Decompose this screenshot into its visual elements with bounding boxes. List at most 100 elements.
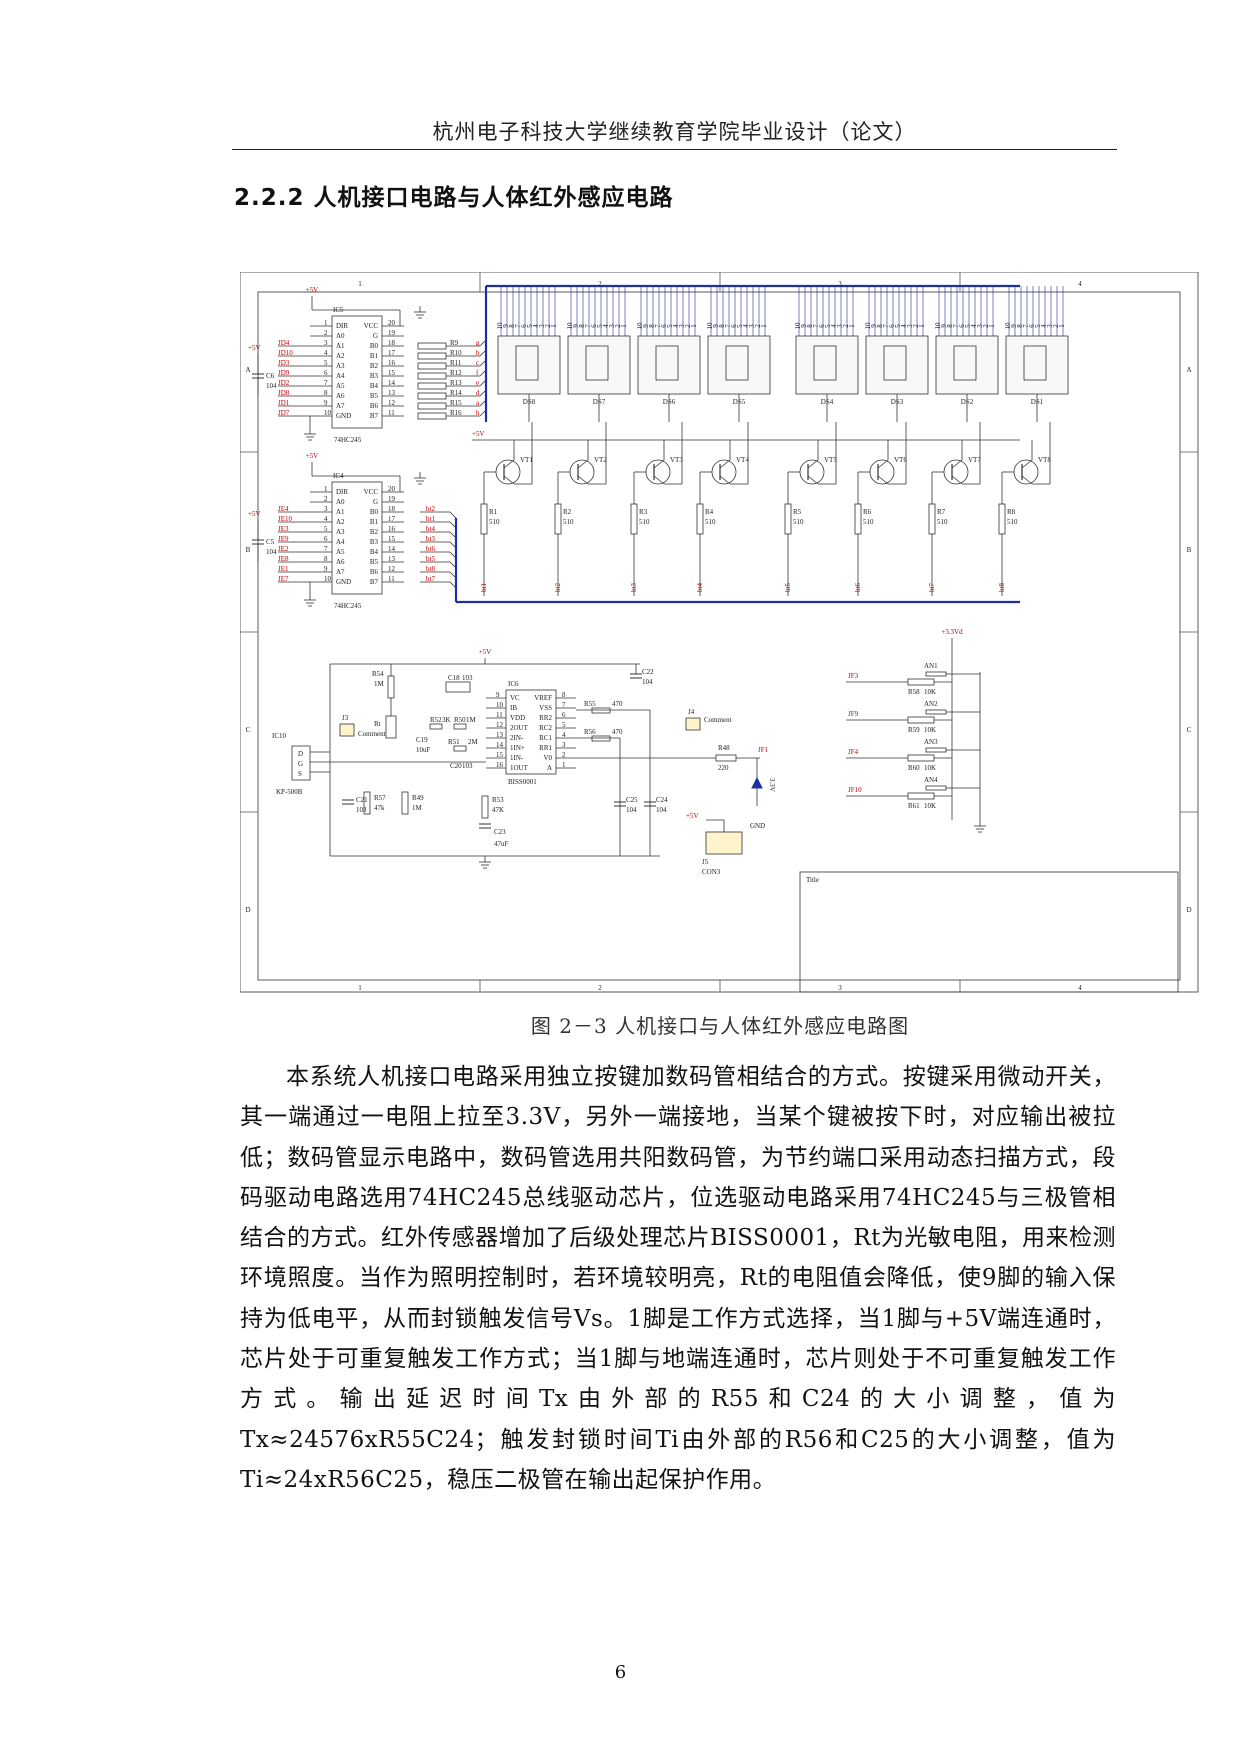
base-resistor-value: 510 [639, 518, 650, 526]
c24-value: 104 [656, 806, 667, 814]
resistor-r48 [715, 754, 737, 762]
pin-number: 12 [388, 399, 396, 407]
display-pin-number: 7 [514, 324, 522, 328]
transistor-ref: VT1 [520, 456, 533, 464]
display-pin-number: 10 [566, 322, 574, 330]
frame-row-label: D [245, 906, 250, 914]
pin-name-left: A7 [336, 568, 345, 576]
pin-number: 13 [388, 555, 396, 563]
transistor-emitter [1021, 459, 1033, 469]
display-pin-number: 8 [578, 324, 586, 328]
seven-segment-display [497, 335, 561, 395]
base-resistor-ref: R7 [937, 508, 946, 516]
bit-net-label: bt3 [426, 535, 435, 543]
r57-ref: R57 [374, 794, 386, 802]
display-pin-number: 5 [1034, 324, 1042, 328]
net-label-left: JE9 [278, 535, 289, 543]
r53-value: 47K [492, 806, 504, 814]
r50-ref: R50 [454, 716, 466, 724]
transistor-symbol [495, 459, 521, 485]
display-pin-number: 1 [550, 324, 558, 328]
pin-name-right: B0 [370, 508, 379, 516]
cap-ref: C5 [266, 538, 275, 546]
pullup-resistor-ref: R58 [908, 688, 920, 696]
display-pin-number: 10 [496, 322, 504, 330]
pin-name-right: G [373, 498, 378, 506]
pin-number: 9 [324, 399, 328, 407]
pin-name-left: 1IN+ [510, 744, 525, 752]
transistor-symbol [943, 459, 969, 485]
transistor-emitter [503, 459, 515, 469]
base-resistor-ref: R1 [489, 508, 498, 516]
pin-number: 11 [388, 409, 395, 417]
display-pin-number: 3 [906, 324, 914, 328]
pin-number: 10 [496, 701, 504, 709]
pin-number: 15 [496, 751, 504, 759]
segment-resistor [417, 382, 447, 390]
display-pin-number: 4 [1040, 324, 1048, 328]
pin-name-left: A5 [336, 548, 345, 556]
key-switch [925, 671, 947, 677]
display-pin-number: 9 [572, 324, 580, 328]
display-pin-number: 2 [842, 324, 850, 328]
resistor-r56 [591, 735, 611, 742]
pin-name-left: GND [336, 412, 351, 420]
ic-74hc245-body [331, 315, 383, 429]
display-pin-number: 8 [718, 324, 726, 328]
display-pin-number: 1 [620, 324, 628, 328]
c23-value: 47uF [494, 840, 509, 848]
pin-name-right: B5 [370, 392, 379, 400]
key-ref: AN4 [924, 776, 938, 784]
base-resistor-ref: R2 [563, 508, 572, 516]
j5-part: CON3 [702, 868, 721, 876]
pin-number: 4 [324, 349, 328, 357]
r55-value: 470 [612, 700, 623, 708]
pin-number: 14 [388, 379, 396, 387]
pin-name-left: A3 [336, 528, 345, 536]
transistor-symbol [711, 459, 737, 485]
frame-col-label: 2 [598, 984, 602, 992]
display-digit-outline [585, 345, 609, 381]
display-pin-number: 4 [830, 324, 838, 328]
figure-caption: 图 2－3 人机接口与人体红外感应电路图 [530, 1014, 910, 1038]
net-label-left: JD7 [278, 409, 290, 417]
pin-number: 14 [388, 545, 396, 553]
display-pin-number: 5 [964, 324, 972, 328]
display-pin-number: 8 [508, 324, 516, 328]
r55-ref: R55 [584, 700, 596, 708]
pullup-resistor-value: 10K [924, 726, 936, 734]
resistor-r53 [481, 795, 489, 819]
title-block [799, 871, 1179, 993]
pin-number: 13 [496, 731, 504, 739]
net-label-left: JE3 [278, 525, 289, 533]
r50-value: 1M [466, 716, 477, 724]
ic-ref: IC6 [508, 680, 519, 688]
display-pin-number: 6 [590, 324, 598, 328]
bit-net-label: bt4 [426, 525, 435, 533]
display-pin-number: 8 [648, 324, 656, 328]
segment-resistor [417, 392, 447, 400]
r49-value: 1M [412, 804, 423, 812]
r51-value: 2M [468, 738, 479, 746]
display-pin-number: 6 [888, 324, 896, 328]
pin-number: 3 [324, 339, 328, 347]
display-pin-number: 6 [958, 324, 966, 328]
pin-number: 3 [324, 505, 328, 513]
display-pin-number: 2 [614, 324, 622, 328]
display-pin-number: 4 [900, 324, 908, 328]
pin-number: 17 [388, 349, 396, 357]
display-pin-number: 1 [760, 324, 768, 328]
display-pin-number: 2 [1052, 324, 1060, 328]
pin-number: 11 [496, 711, 503, 719]
r48-value: 220 [718, 764, 729, 772]
photoresistor-rt [385, 715, 397, 739]
pin-number: 4 [562, 731, 566, 739]
c21-value: 103 [356, 806, 367, 814]
seven-segment-display [707, 335, 771, 395]
section-heading: 2.2.2 人机接口电路与人体红外感应电路 [234, 178, 674, 212]
supply-label: +5V [306, 452, 319, 460]
pin-number: 14 [496, 741, 504, 749]
cap-ref: C6 [266, 372, 275, 380]
pin-name-right: RC1 [539, 734, 552, 742]
